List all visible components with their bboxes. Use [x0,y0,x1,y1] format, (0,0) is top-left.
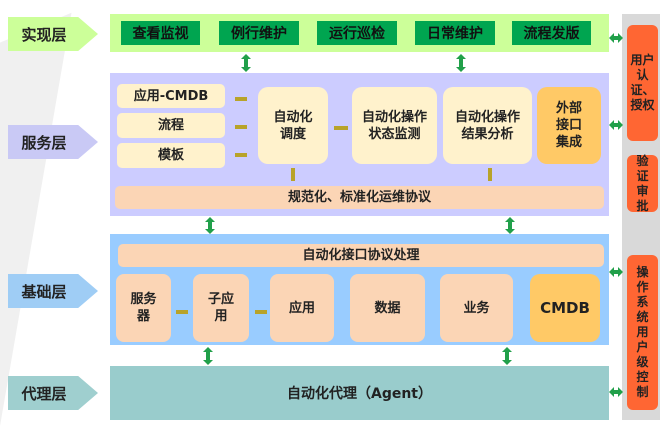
arrow-icon [291,168,295,181]
foundation-item-cmdb: CMDB [530,274,600,342]
foundation-item-server: 服务器 [116,274,171,342]
arrow-icon [205,217,215,234]
arrow-icon [241,54,251,72]
side-os-control: 操作系统用户级控制 [627,255,658,410]
presentation-item: 日常维护 [415,21,495,45]
arrow-icon [235,153,247,157]
arrow-icon [609,387,623,397]
service-left-item: 模板 [117,143,225,168]
foundation-item-business: 业务 [440,274,513,342]
layer-label-agent: 代理层 [8,376,98,410]
layer-label-foundation: 基础层 [8,274,98,308]
arrow-icon [235,125,247,129]
arrow-icon [609,120,623,130]
arrow-icon [502,347,512,365]
agent-panel: 自动化代理（Agent） [110,366,609,420]
presentation-item: 例行维护 [219,21,299,45]
foundation-item-app: 应用 [270,274,334,342]
external-integration-box: 外部接口集成 [537,87,601,164]
arrow-icon [488,168,492,181]
layer-label-service: 服务层 [8,125,98,159]
arrow-icon [505,217,515,234]
arrow-icon [255,310,267,314]
side-auth: 用户认证、授权 [627,25,658,141]
presentation-item: 流程发版 [512,21,591,45]
presentation-item: 运行巡检 [317,21,397,45]
foundation-item-subapp: 子应用 [193,274,249,342]
presentation-item: 查看监视 [121,21,200,45]
scheduler-box: 自动化调度 [258,87,328,164]
arrow-icon [176,310,188,314]
foundation-protocol-bar: 自动化接口协议处理 [118,244,604,267]
arrow-icon [609,33,623,43]
service-protocol-bar: 规范化、标准化运维协议 [115,186,604,209]
arrow-icon [334,126,348,130]
foundation-item-data: 数据 [350,274,425,342]
result-analysis-box: 自动化操作结果分析 [443,87,532,164]
state-monitor-box: 自动化操作状态监测 [352,87,437,164]
arrow-icon [456,54,466,72]
layer-label-presentation: 实现层 [8,17,98,51]
arrow-icon [609,267,623,277]
side-approval: 验证审批 [627,154,658,213]
arrow-icon [235,97,247,101]
service-left-item: 应用-CMDB [117,84,225,108]
arrow-icon [203,347,213,365]
background-decoration [0,12,72,426]
service-left-item: 流程 [117,113,225,138]
